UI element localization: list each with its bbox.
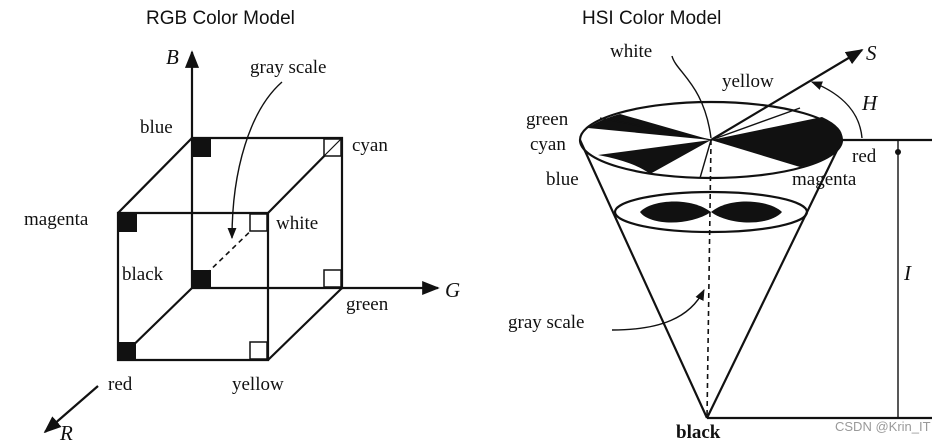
rgb-cube-diagram: RGB Color Model B G R blue cyan magen [24, 8, 460, 445]
mid-sector-left [640, 201, 711, 223]
gray-scale-pointer-hsi [611, 288, 705, 331]
hue-line [710, 107, 801, 141]
hsi-title: HSI Color Model [582, 8, 721, 29]
hsi-red-label: red [852, 146, 877, 167]
red-label: red [108, 374, 133, 395]
watermark: CSDN @Krin_IT [835, 419, 931, 434]
white-pointer [671, 55, 712, 139]
white-label: white [276, 213, 318, 234]
sector-cyan-blue [598, 140, 711, 174]
hue-line [599, 117, 712, 141]
mid-sector-right [711, 201, 782, 223]
r-axis-label: R [59, 421, 73, 445]
hsi-yellow-label: yellow [722, 71, 774, 92]
hue-line [699, 139, 712, 179]
cone-mid-disk [613, 190, 809, 234]
hsi-blue-label: blue [546, 169, 579, 190]
gray-scale-label: gray scale [250, 57, 326, 78]
sector-red-yellow [711, 117, 843, 140]
hsi-white-label: white [610, 41, 652, 62]
cyan-label: cyan [352, 135, 388, 156]
h-axis-label: H [861, 91, 879, 115]
sector-red-magenta [711, 140, 842, 167]
i-axis-label: I [903, 261, 912, 285]
black-label: black [122, 264, 164, 285]
blue-corner-swatch [193, 139, 211, 157]
hsi-black-label: black [676, 422, 721, 443]
hsi-cyan-label: cyan [530, 134, 566, 155]
cube-edge [117, 137, 193, 214]
gray-scale-pointer [227, 81, 283, 240]
hsi-gray-scale-label: gray scale [508, 312, 584, 333]
hsi-cone-diagram: HSI Color Model S H I [508, 8, 932, 443]
red-corner-swatch [119, 342, 136, 359]
green-label: green [346, 294, 389, 315]
hsi-green-label: green [526, 109, 569, 130]
intensity-axis-dashed [706, 139, 712, 419]
cube-edge [267, 287, 343, 361]
hsi-magenta-label: magenta [792, 169, 857, 190]
blue-label: blue [140, 117, 173, 138]
magenta-label: magenta [24, 209, 89, 230]
g-axis-label: G [445, 278, 460, 302]
b-axis-label: B [166, 45, 179, 69]
cone-right-side [706, 139, 843, 419]
magenta-corner-swatch [119, 214, 137, 232]
green-corner-swatch [323, 269, 342, 288]
cone-left-side [578, 139, 709, 419]
rgb-title: RGB Color Model [146, 8, 295, 29]
h-angle-arc [810, 81, 863, 139]
yellow-corner-swatch [249, 341, 268, 360]
black-corner-swatch [193, 270, 211, 287]
yellow-label: yellow [232, 374, 284, 395]
r-axis-arrow [43, 385, 99, 434]
white-corner-swatch [249, 213, 268, 232]
s-axis-arrow [710, 49, 864, 141]
s-axis-label: S [866, 41, 877, 65]
